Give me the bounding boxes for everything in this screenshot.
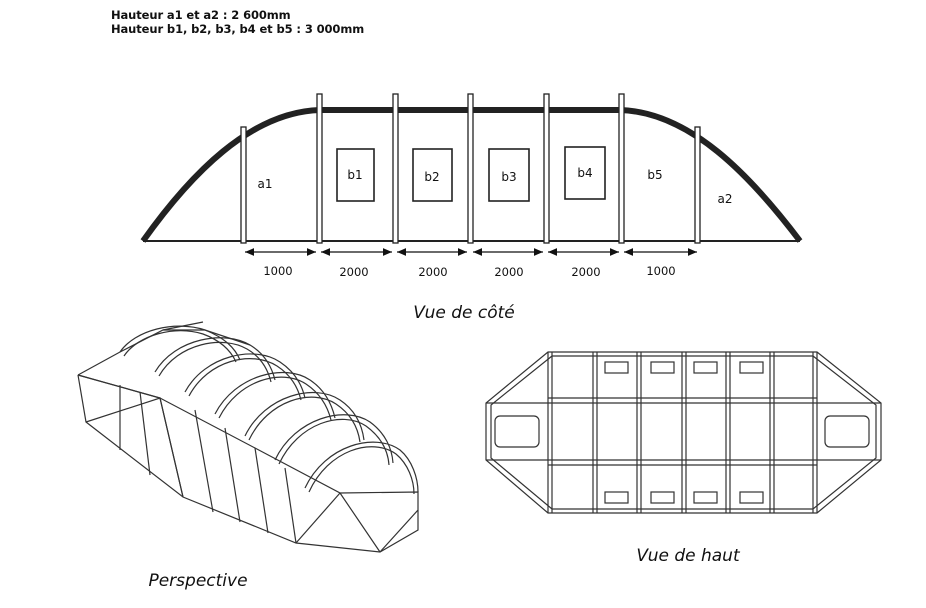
top-view-caption: Vue de haut xyxy=(636,546,741,566)
dimension-label: 2000 xyxy=(418,265,447,279)
dimension-label: 2000 xyxy=(571,265,600,279)
perspective-caption: Perspective xyxy=(148,571,247,591)
section-label-a1: a1 xyxy=(258,177,273,191)
posts xyxy=(240,93,701,244)
section-label-b3: b3 xyxy=(501,170,516,184)
post xyxy=(392,93,399,244)
post xyxy=(543,93,550,244)
top-outline xyxy=(485,351,882,514)
post xyxy=(240,126,247,244)
top-windows xyxy=(494,361,870,504)
section-label-b5: b5 xyxy=(647,168,662,182)
dimension-label: 2000 xyxy=(494,265,523,279)
windows xyxy=(336,146,606,202)
side-view: a1 b1 b2 b3 b4 b5 a2 1000 2000 2000 2000… xyxy=(140,93,803,323)
section-label-b4: b4 xyxy=(577,166,592,180)
perspective-view xyxy=(77,321,419,553)
side-view-caption: Vue de côté xyxy=(413,303,515,323)
height-note-b: Hauteur b1, b2, b3, b4 et b5 : 3 000mm xyxy=(111,22,365,36)
section-label-b2: b2 xyxy=(424,170,439,184)
post xyxy=(316,93,323,244)
section-label-b1: b1 xyxy=(347,168,362,182)
window xyxy=(564,146,606,200)
window xyxy=(488,148,530,202)
post xyxy=(694,126,701,244)
window xyxy=(412,148,453,202)
post xyxy=(618,93,625,244)
section-label-a2: a2 xyxy=(718,192,733,206)
top-view xyxy=(485,351,882,514)
top-frame-lines xyxy=(547,352,818,513)
dimension-label: 1000 xyxy=(263,264,292,278)
dimension-label: 2000 xyxy=(339,265,368,279)
arch-ribs xyxy=(119,325,419,495)
window xyxy=(336,148,375,202)
height-note-a: Hauteur a1 et a2 : 2 600mm xyxy=(111,8,291,22)
dimension-label: 1000 xyxy=(646,264,675,278)
post xyxy=(467,93,474,244)
